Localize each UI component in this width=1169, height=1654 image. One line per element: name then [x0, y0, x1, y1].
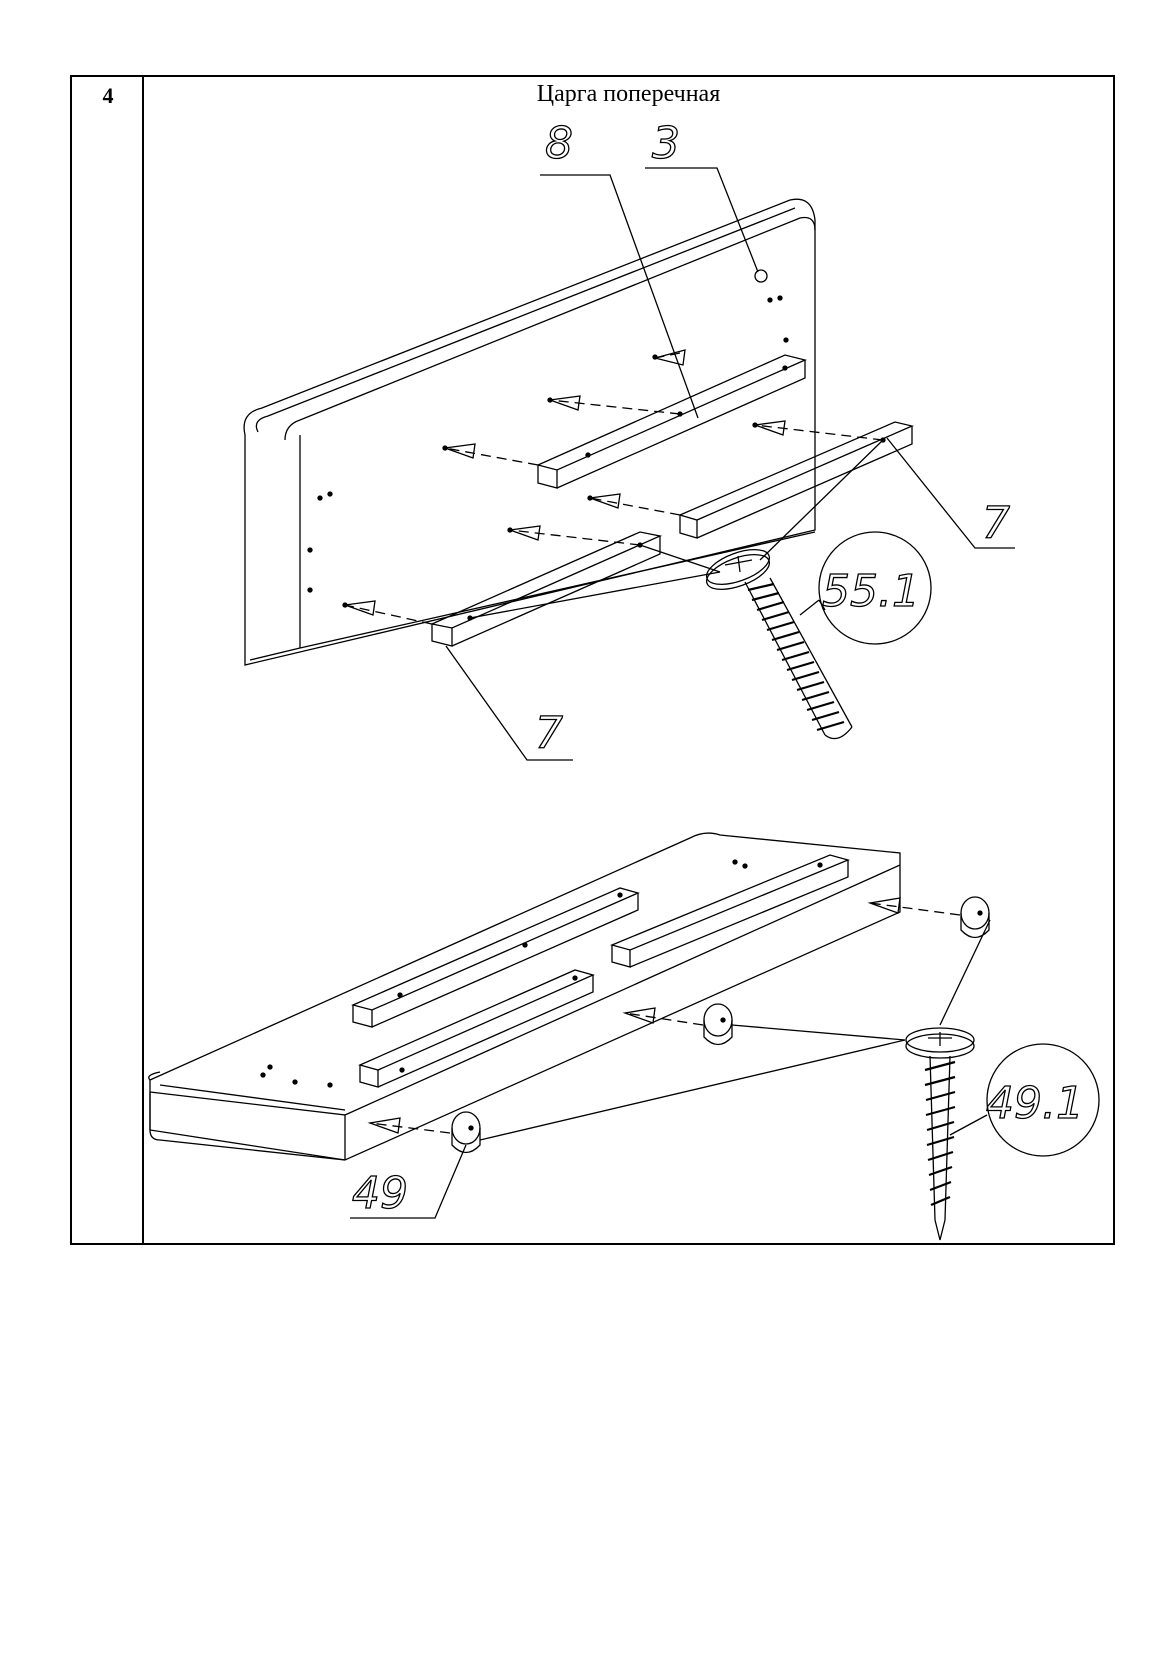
- lower-bar-left: [358, 969, 595, 1088]
- arrowheads-upper: [342, 349, 786, 616]
- callout-7-bottom: 7: [445, 645, 573, 761]
- step-frame: 4 Царга поперечная: [70, 75, 1115, 1245]
- step-title: Царга поперечная: [536, 81, 721, 107]
- rail-panel: [243, 198, 816, 666]
- callout-label-49-1: 49.1: [986, 1078, 1084, 1129]
- plug-49-middle: [703, 1003, 733, 1046]
- bar-8: [536, 354, 807, 489]
- callout-7-right: 7: [886, 437, 1015, 550]
- rail-panel-lower: [148, 832, 901, 1161]
- lower-bar-right: [610, 854, 850, 968]
- callout-55-1: 55.1: [799, 531, 932, 645]
- step-number-column: 4: [72, 77, 144, 1243]
- lower-bar-middle: [351, 887, 640, 1028]
- step-number: 4: [102, 83, 114, 108]
- upper-assembly: [243, 198, 915, 740]
- assembly-arrows-lower: [369, 902, 961, 1134]
- callout-label-3: 3: [652, 118, 680, 169]
- plug-49-left: [451, 1111, 481, 1154]
- callout-label-7-bottom: 7: [535, 708, 563, 759]
- callout-label-55-1: 55.1: [822, 566, 920, 617]
- arrowheads-lower: [367, 897, 901, 1134]
- callout-49-1: 49.1: [949, 1043, 1100, 1157]
- callout-49: 49: [350, 1144, 467, 1220]
- plug-49-right: [960, 896, 990, 939]
- lower-assembly: [148, 832, 991, 1241]
- assembly-arrows-upper: [344, 352, 884, 625]
- screw-49-1: [479, 919, 991, 1241]
- callout-label-49: 49: [352, 1168, 408, 1219]
- callout-3: 3: [645, 117, 759, 273]
- confirmat-screw-55-1: [469, 439, 884, 740]
- hole-3: [754, 269, 768, 283]
- callout-8: 8: [540, 117, 699, 419]
- callout-label-7-right: 7: [982, 498, 1010, 549]
- callout-label-8: 8: [545, 118, 573, 169]
